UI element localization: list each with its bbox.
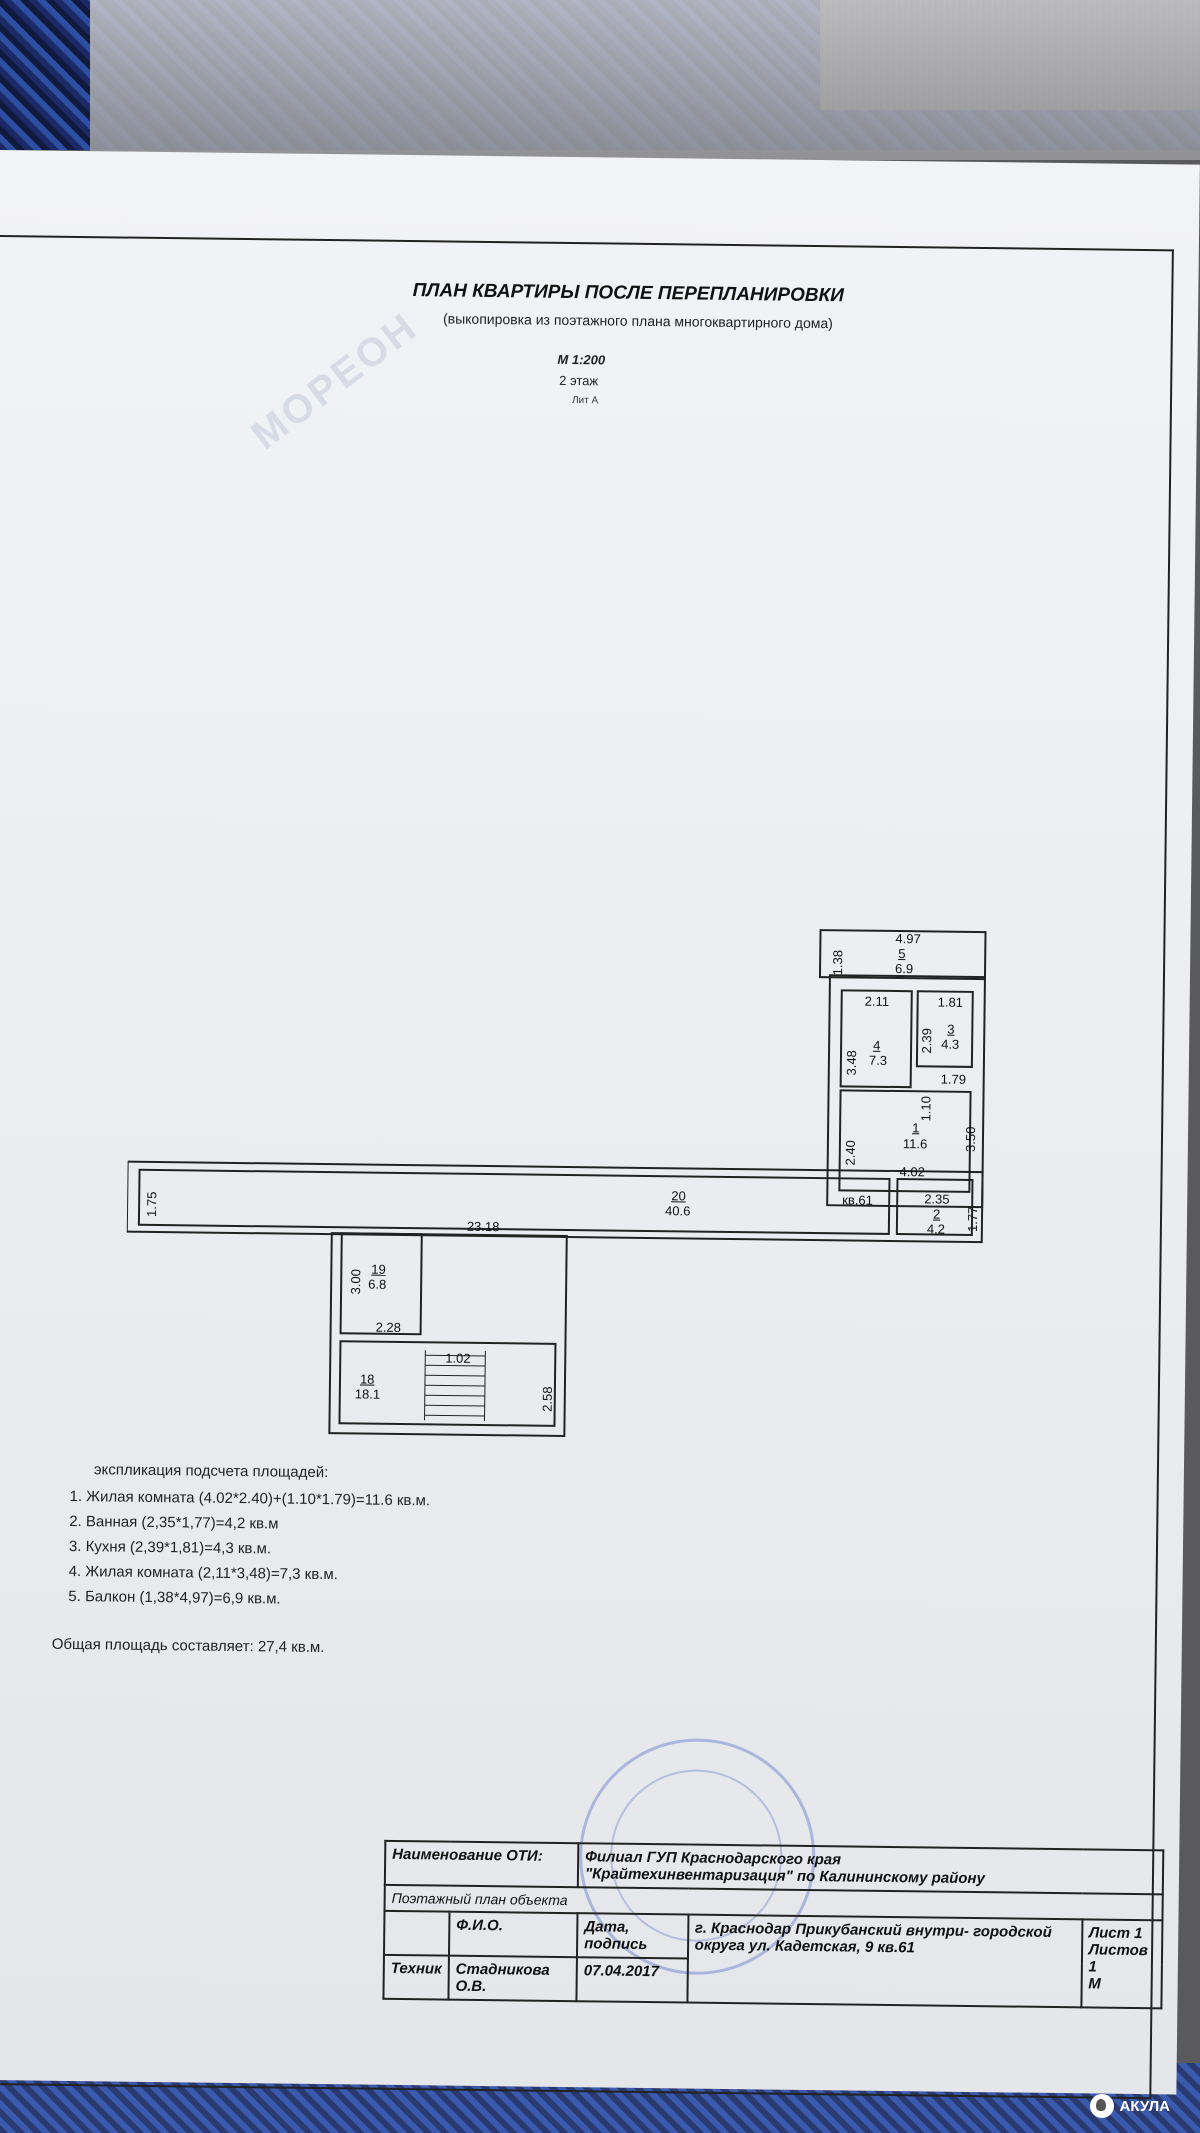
room-1-dim-b: 1.79 [940,1071,967,1087]
balcony-number: 5 [898,946,906,962]
room-19-number: 19 [371,1261,386,1277]
background-plastic-sleeve [90,0,1200,160]
corridor-height: 1.75 [143,1191,160,1218]
explication: экспликация подсчета площадей: 1. Жилая … [52,1461,430,1618]
room-1-dim-c: 2.40 [842,1140,858,1166]
room-3-number: 3 [947,1021,955,1037]
sheet-count: Листов 1 [1088,1941,1148,1976]
room-2-width: 2.35 [924,1191,950,1207]
room-3-outline [915,990,974,1068]
corridor-inner [137,1168,891,1235]
balcony-width: 1.38 [829,949,846,976]
balcony-outline [818,929,987,981]
room-18-outline [338,1340,557,1427]
explication-line-3: 3. Кухня (2,39*1,81)=4,3 кв.м. [68,1537,272,1558]
room-1-dim-a: 1.10 [918,1095,934,1122]
explication-line-2: 2. Ванная (2,35*1,77)=4,2 кв.м [69,1512,279,1533]
brand-badge: АКУЛА [1089,2094,1170,2118]
staircase [424,1350,486,1422]
room-19-width: 2.28 [375,1319,402,1335]
room-1-width: 4.02 [899,1164,925,1180]
room-4-area: 7.3 [868,1052,888,1068]
room-18-width: 1.02 [445,1350,471,1366]
room-4-number: 4 [873,1037,881,1053]
balcony-area: 6.9 [894,960,914,977]
brand-name: АКУЛА [1119,2097,1170,2115]
room-2-height: 1.77 [964,1206,981,1233]
room-2-number: 2 [932,1206,941,1222]
explication-line-4: 4. Жилая комната (2,11*3,48)=7,3 кв.м. [68,1562,338,1584]
balcony-length: 4.97 [895,930,921,947]
room-1-outline [838,1089,972,1193]
sheet-scale: М [1088,1975,1101,1993]
oti-name-label: Наименование ОТИ: [384,1840,579,1888]
room-19-area: 6.8 [368,1276,387,1292]
title-block: Наименование ОТИ: Филиал ГУП Краснодарск… [382,1840,1164,2010]
sheet-cell: Лист 1 Листов 1 М [1080,1919,1163,2009]
stairwell-outline [328,1232,568,1438]
date-header: Дата, подпись [577,1913,689,1959]
floor-plan-drawing [125,929,987,1438]
date-cell: 07.04.2017 [576,1957,688,2003]
role-header [383,1910,450,1956]
apartment-outline [826,974,986,1209]
room-18-number: 18 [359,1371,375,1387]
explication-title: экспликация подсчета площадей: [93,1461,329,1482]
floor-plan: 4.97 5 6.9 1.38 2.11 3.48 4 7.3 1.81 2.3… [124,757,1012,1468]
name-cell: Стадникова О.В. [448,1955,578,2002]
shark-icon [1089,2094,1114,2118]
room-18-height: 2.58 [539,1386,555,1412]
room-4-width: 2.11 [864,993,890,1009]
room-2-outline [895,1178,974,1236]
total-area: Общая площадь составляет: 27,4 кв.м. [51,1635,325,1657]
room-3-height: 2.39 [919,1027,935,1054]
room-1-dim-d: 3.50 [962,1126,979,1153]
fio-header: Ф.И.О. [448,1911,578,1958]
room-4-outline [839,989,913,1089]
sheet-number: Лист 1 [1088,1924,1143,1943]
address-cell: г. Краснодар Прикубанский внутри- городс… [687,1914,1083,2008]
room-4-height: 3.48 [843,1050,860,1076]
role-cell: Техник [383,1954,449,2000]
explication-line-5: 5. Балкон (1,38*4,97)=6,9 кв.м. [68,1587,281,1608]
oti-organization: Филиал ГУП Краснодарского края "Крайтехи… [577,1843,1164,1895]
corridor-length: 23.18 [466,1218,500,1235]
room-19-height: 3.00 [348,1269,364,1295]
room-3-area: 4.3 [941,1036,960,1052]
explication-line-1: 1. Жилая комната (4.02*2.40)+(1.10*1.79)… [69,1487,431,1510]
room-3-width: 1.81 [937,994,964,1010]
plan-floor: 2 этаж [559,372,599,389]
room-1-area: 11.6 [902,1136,928,1152]
apartment-label: кв.61 [842,1192,873,1208]
corridor-area: 40.6 [664,1203,691,1219]
corridor-number: 20 [671,1188,686,1204]
room-2-area: 4.2 [926,1221,946,1237]
room-18-area: 18.1 [354,1386,381,1402]
document-sheet: МОРЕОН ПЛАН КВАРТИРЫ ПОСЛЕ ПЕРЕПЛАНИРОВК… [0,150,1200,2100]
plan-lit: Лит А [571,395,599,407]
room-1-number: 1 [912,1120,920,1136]
plan-scale: М 1:200 [557,351,606,368]
